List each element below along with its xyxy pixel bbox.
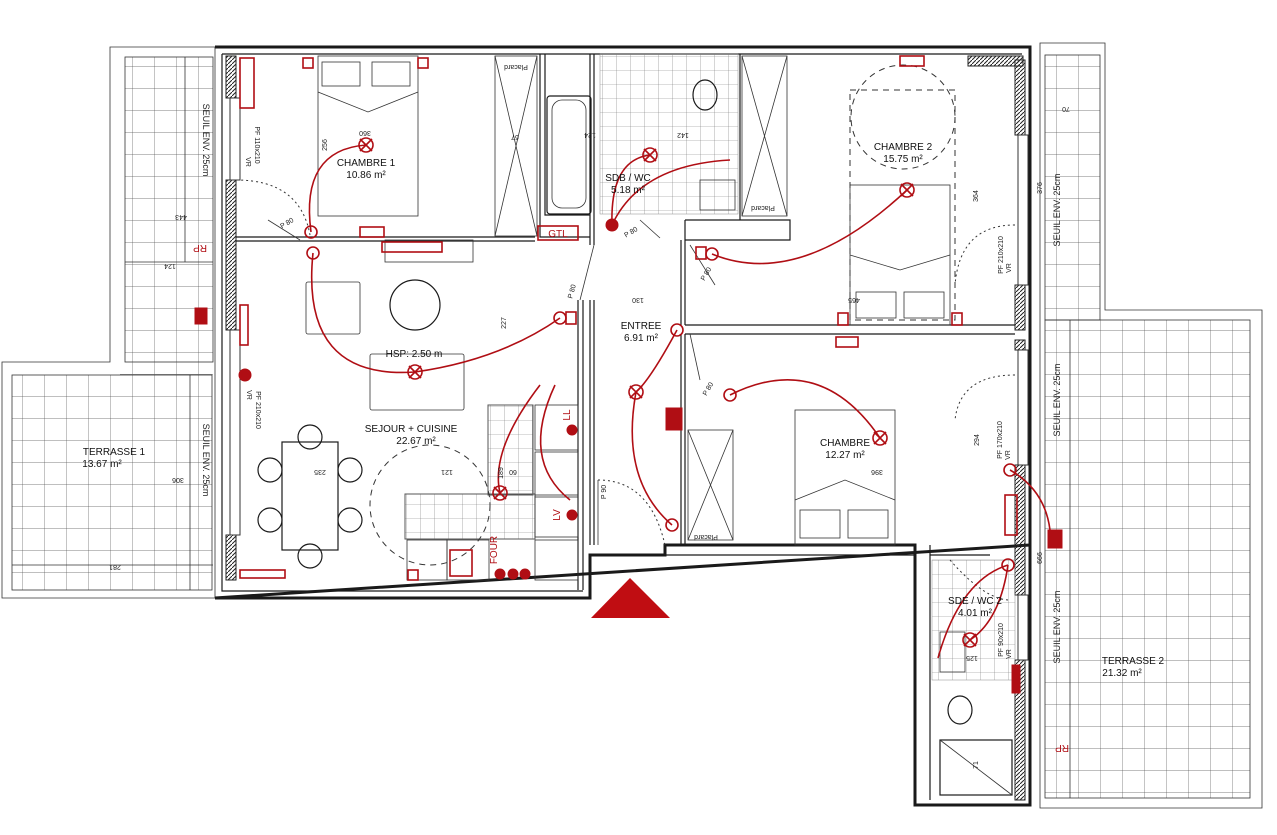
- window-size: PF 110x210: [253, 126, 260, 163]
- room-labels: CHAMBRE 1 10.86 m² SDB / WC 5.18 m² CHAM…: [82, 142, 1164, 679]
- dimension: 443: [175, 213, 187, 220]
- gtl-panel: [537, 225, 579, 241]
- threshold-label: SEUIL ENV. 25cm: [1052, 174, 1062, 247]
- dimension: 256: [322, 139, 329, 151]
- dimension: 130: [632, 296, 644, 303]
- room-area: 6.91 m²: [624, 333, 659, 344]
- threshold-label: SEUIL ENV. 25cm: [201, 104, 211, 177]
- dimension: 666: [1037, 552, 1044, 564]
- dimension: 235: [314, 468, 326, 475]
- window-size: PF 90x210: [998, 623, 1005, 657]
- dimension: 306: [172, 476, 184, 483]
- gtl-label: GTL: [548, 229, 568, 240]
- window-type: VR: [1006, 649, 1013, 659]
- room-area: 5.18 m²: [611, 185, 646, 196]
- door-label: P 90: [601, 485, 608, 499]
- room-area: 12.27 m²: [825, 450, 865, 461]
- dimension: 294: [974, 434, 981, 446]
- room-name: SDB / WC: [605, 173, 651, 184]
- interior-walls: [236, 54, 1015, 800]
- entrance-arrow-icon: [591, 578, 670, 618]
- dimension: 70: [1062, 105, 1070, 112]
- dimension: 281: [109, 563, 121, 570]
- dimension: 142: [677, 131, 689, 138]
- door-label: P 80: [279, 217, 295, 230]
- four-label: FOUR: [489, 536, 500, 564]
- furniture: [257, 53, 1016, 796]
- ceiling-light-icon: [358, 137, 978, 648]
- room-name: SDE / WC 2: [948, 596, 1002, 607]
- terrace-1: [1, 46, 216, 599]
- room-name: CHAMBRE 2: [874, 142, 933, 153]
- lv-label: LV: [552, 509, 563, 521]
- threshold-label: SEUIL ENV. 25cm: [1052, 364, 1062, 437]
- electrical-layer: GTL RP RP FOUR LL LV: [193, 55, 1069, 753]
- window-type: VR: [244, 157, 251, 167]
- dimension: 376: [1037, 182, 1044, 194]
- room-name: SEJOUR + CUISINE: [365, 424, 458, 435]
- rp-label-1: RP: [193, 242, 207, 253]
- ll-label: LL: [562, 409, 573, 421]
- window-type: VR: [1006, 263, 1013, 273]
- window-size: PF 210x210: [998, 236, 1005, 274]
- rp-label-2: RP: [1055, 742, 1069, 753]
- dimension-labels: 360 256 67 124 142 443 124 227 130 465 3…: [109, 105, 1070, 769]
- threshold-labels: SEUIL ENV. 25cm SEUIL ENV. 25cm SEUIL EN…: [201, 104, 1062, 664]
- closet-label: Placard: [751, 204, 775, 211]
- room-area: 13.67 m²: [82, 459, 122, 470]
- window-labels: PF 110x210 VR PF 210x210 VR PF 210x210 V…: [244, 126, 1013, 658]
- dimension: 124: [584, 131, 596, 138]
- room-area: 21.32 m²: [1102, 668, 1142, 679]
- dimension: 396: [871, 468, 883, 475]
- room-area: 15.75 m²: [883, 154, 923, 165]
- room-area: 22.67 m²: [396, 436, 436, 447]
- door-label: P 80: [623, 226, 639, 239]
- ceiling-height: HSP: 2.50 m: [386, 349, 443, 360]
- door-swings: [235, 179, 1016, 601]
- room-area: 4.01 m²: [958, 608, 993, 619]
- dimension: 189: [498, 467, 505, 479]
- threshold-label: SEUIL ENV. 25cm: [201, 424, 211, 497]
- dimension: 71: [973, 761, 980, 769]
- dimension: 364: [973, 190, 980, 202]
- outlet-icon: [194, 55, 1063, 694]
- closet-label: Placard: [694, 533, 718, 540]
- dimension: 121: [441, 468, 453, 475]
- room-name: TERRASSE 2: [1102, 656, 1165, 667]
- room-name: ENTREE: [621, 321, 662, 332]
- dimension: 125: [966, 654, 978, 661]
- door-label: P 80: [567, 284, 577, 300]
- window-size: PF 210x210: [254, 391, 261, 429]
- room-area: 10.86 m²: [346, 170, 386, 181]
- dimension: 465: [848, 296, 860, 303]
- room-name: CHAMBRE: [820, 438, 870, 449]
- switch-icon: [238, 218, 1017, 572]
- dimension: 60: [509, 468, 517, 475]
- terrace-2: [1039, 42, 1263, 809]
- dimension: 67: [511, 133, 519, 140]
- dimension: 227: [501, 317, 508, 329]
- exterior-walls: [214, 45, 1032, 807]
- window-type: VR: [245, 390, 252, 400]
- window-type: VR: [1005, 450, 1012, 460]
- dimension: 124: [164, 262, 176, 269]
- window-size: PF 170x210: [997, 421, 1004, 459]
- room-name: CHAMBRE 1: [337, 158, 396, 169]
- room-name: TERRASSE 1: [83, 447, 146, 458]
- closet-label: Placard: [504, 63, 528, 70]
- dimension: 360: [359, 129, 371, 136]
- threshold-label: SEUIL ENV. 25cm: [1052, 591, 1062, 664]
- door-label: P 80: [702, 381, 715, 397]
